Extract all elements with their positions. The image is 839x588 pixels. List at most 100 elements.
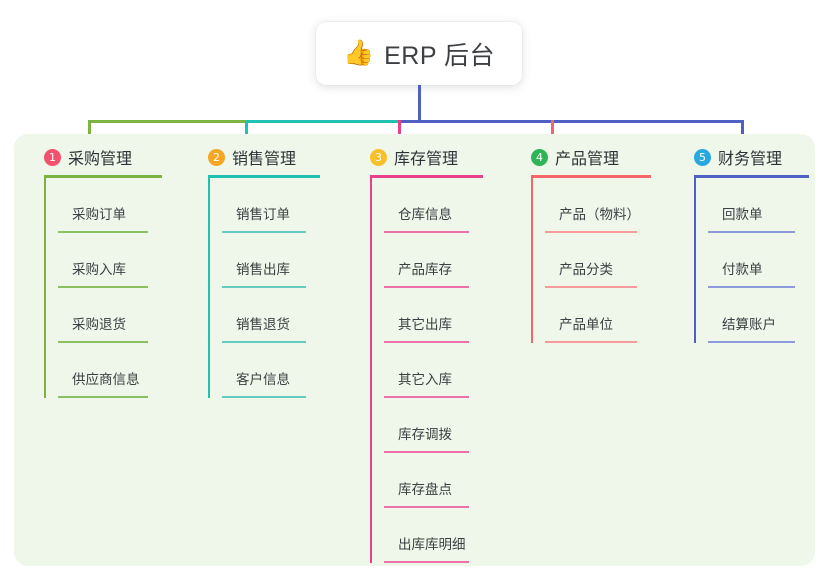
root-title: ERP 后台 [384,41,496,70]
leaf-item[interactable]: 销售出库 [222,233,320,288]
leaf-list-2: 销售订单销售出库销售退货客户信息 [208,178,320,398]
branch-stem-3 [398,120,401,144]
root-node[interactable]: 👍 ERP 后台 [316,22,522,85]
leaf-underline [222,286,306,288]
leaf-list-5: 回款单付款单结算账户 [694,178,809,343]
branch-stem-5 [741,120,744,144]
leaf-underline [58,231,148,233]
leaf-item[interactable]: 产品单位 [545,288,651,343]
leaf-label: 产品（物料） [559,207,640,222]
bus-segment-3 [398,120,744,123]
branch-title-3: 库存管理 [394,151,459,168]
leaf-underline [545,231,637,233]
branch-column-4: 4 产品管理产品（物料） 产品分类产品单位 [531,146,651,343]
leaf-item[interactable]: 产品分类 [545,233,651,288]
leaf-label: 结算账户 [722,317,776,332]
leaf-item[interactable]: 产品库存 [384,233,483,288]
leaf-label: 仓库信息 [398,207,452,222]
leaf-label: 采购入库 [72,262,126,277]
thumbs-up-icon: 👍 [342,39,375,67]
branch-underline-3 [370,175,483,178]
leaf-label: 采购退货 [72,317,126,332]
branch-column-5: 5 财务管理回款单付款单结算账户 [694,146,809,343]
leaf-item[interactable]: 其它入库 [384,343,483,398]
leaf-underline [384,341,469,343]
leaf-item[interactable]: 库存调拨 [384,398,483,453]
branches-panel [14,134,815,566]
branch-number-badge-4: 4 [531,148,548,166]
bus-segment-2 [245,120,401,123]
leaf-item[interactable]: 仓库信息 [384,178,483,233]
leaf-item[interactable]: 客户信息 [222,343,320,398]
leaf-label: 产品库存 [398,262,452,277]
leaf-item[interactable]: 回款单 [708,178,809,233]
leaf-label: 付款单 [722,262,763,277]
branch-underline-2 [208,175,320,178]
leaf-spine-5 [694,178,696,343]
branch-header-2[interactable]: 2 销售管理 [208,146,320,168]
branch-title-5: 财务管理 [718,151,783,168]
branch-column-1: 1 采购管理采购订单采购入库采购退货供应商信息 [44,146,162,398]
leaf-label: 库存盘点 [398,482,452,497]
branch-header-5[interactable]: 5 财务管理 [694,146,809,168]
bus-segment-1 [88,120,248,123]
leaf-label: 销售出库 [236,262,290,277]
leaf-label: 其它出库 [398,317,452,332]
leaf-item[interactable]: 产品（物料） [545,178,651,233]
leaf-label: 销售订单 [236,207,290,222]
leaf-label: 产品分类 [559,262,613,277]
leaf-item[interactable]: 采购订单 [58,178,162,233]
leaf-underline [222,341,306,343]
leaf-spine-4 [531,178,533,343]
branch-number-badge-5: 5 [694,148,711,166]
leaf-label: 采购订单 [72,207,126,222]
leaf-label: 客户信息 [236,372,290,387]
branch-column-2: 2 销售管理销售订单销售出库销售退货客户信息 [208,146,320,398]
leaf-item[interactable]: 销售退货 [222,288,320,343]
leaf-list-4: 产品（物料） 产品分类产品单位 [531,178,651,343]
leaf-underline [384,561,469,563]
branch-title-1: 采购管理 [68,151,133,168]
leaf-spine-1 [44,178,46,398]
leaf-underline [384,396,469,398]
branch-title-4: 产品管理 [555,151,620,168]
branch-title-2: 销售管理 [232,151,297,168]
leaf-underline [545,341,637,343]
branch-header-1[interactable]: 1 采购管理 [44,146,162,168]
leaf-underline [708,286,795,288]
leaf-underline [545,286,637,288]
leaf-underline [222,396,306,398]
leaf-label: 回款单 [722,207,763,222]
branch-header-4[interactable]: 4 产品管理 [531,146,651,168]
leaf-item[interactable]: 付款单 [708,233,809,288]
leaf-underline [58,396,148,398]
leaf-label: 其它入库 [398,372,452,387]
branch-number-badge-1: 1 [44,148,61,166]
branch-stem-1 [88,120,91,144]
leaf-list-3: 仓库信息产品库存其它出库其它入库库存调拨库存盘点出库库明细 [370,178,483,563]
branch-stem-4 [551,120,554,144]
branch-number-badge-2: 2 [208,148,225,166]
branch-number-badge-3: 3 [370,148,387,166]
leaf-item[interactable]: 销售订单 [222,178,320,233]
leaf-underline [384,451,469,453]
leaf-item[interactable]: 其它出库 [384,288,483,343]
leaf-underline [58,341,148,343]
leaf-spine-2 [208,178,210,398]
leaf-underline [708,231,795,233]
leaf-label: 销售退货 [236,317,290,332]
leaf-item[interactable]: 供应商信息 [58,343,162,398]
branch-header-3[interactable]: 3 库存管理 [370,146,483,168]
leaf-underline [384,506,469,508]
leaf-item[interactable]: 出库库明细 [384,508,483,563]
leaf-spine-3 [370,178,372,563]
leaf-underline [384,286,469,288]
root-stem [418,85,421,123]
leaf-item[interactable]: 采购入库 [58,233,162,288]
leaf-underline [384,231,469,233]
leaf-item[interactable]: 库存盘点 [384,453,483,508]
branch-underline-4 [531,175,651,178]
leaf-item[interactable]: 采购退货 [58,288,162,343]
branch-underline-1 [44,175,162,178]
leaf-item[interactable]: 结算账户 [708,288,809,343]
